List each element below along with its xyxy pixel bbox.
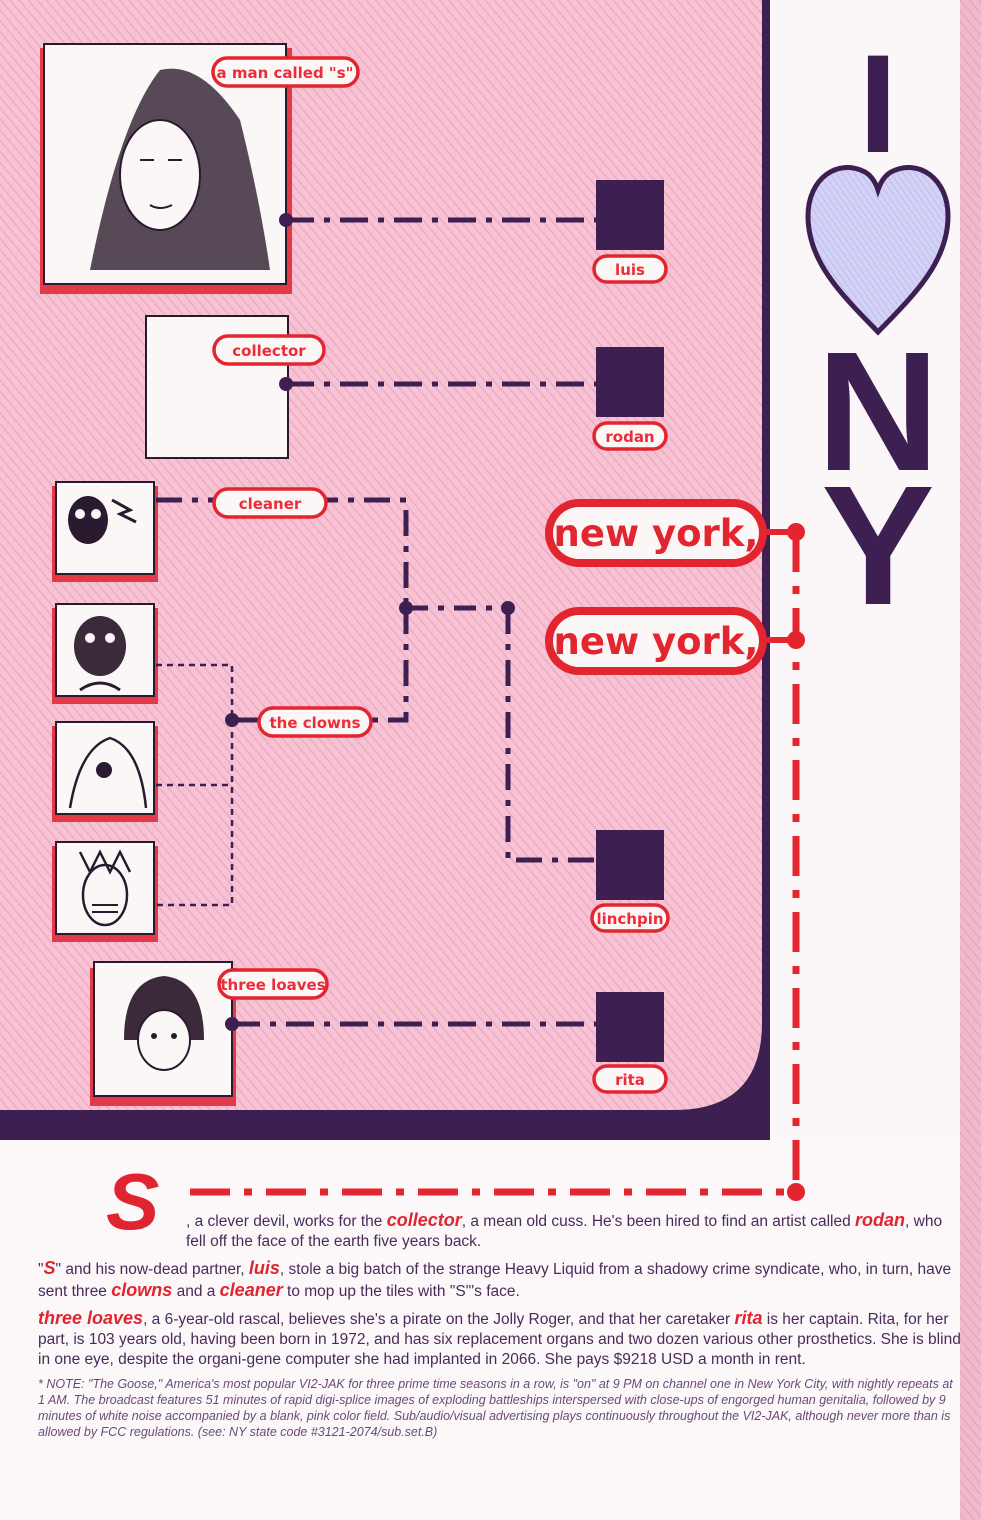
- label-text: collector: [232, 342, 306, 360]
- label-cleaner: cleaner: [212, 487, 328, 519]
- bubble-text: new york,: [554, 512, 759, 555]
- portrait-s: [40, 43, 292, 294]
- highlight-rita: rita: [734, 1308, 763, 1328]
- label-s: a man called "s": [211, 56, 360, 88]
- heart-icon: [805, 165, 951, 336]
- connector-dots: [225, 213, 515, 1031]
- label-text: luis: [615, 261, 645, 279]
- caption-background: [0, 1140, 960, 1520]
- bubble-text: new york,: [554, 620, 759, 663]
- text: , a 6-year-old rascal, believes she's a …: [143, 1311, 735, 1328]
- square-rodan: [596, 347, 664, 417]
- bubble-new-york-1: new york,: [545, 499, 767, 567]
- square-rita: [596, 992, 664, 1062]
- sidebar-letter-n: N: [817, 317, 940, 507]
- paragraph-three-loaves: three loaves, a 6-year-old rascal, belie…: [38, 1308, 963, 1370]
- label-text: rodan: [605, 428, 654, 446]
- highlight-collector: collector: [386, 1210, 462, 1230]
- text: , who fell off the face of the earth fiv…: [186, 1213, 943, 1250]
- highlight-three-loaves: three loaves: [38, 1308, 144, 1328]
- sidebar-letter-y: Y: [821, 451, 934, 641]
- clown-dashed-lines: [156, 663, 234, 907]
- label-collector: collector: [212, 334, 326, 366]
- label-rodan: rodan: [592, 421, 668, 451]
- label-linchpin: linchpin: [590, 903, 670, 933]
- label-rita: rita: [592, 1064, 668, 1094]
- highlight-rodan: rodan: [855, 1210, 906, 1230]
- highlight-clowns: clowns: [111, 1280, 173, 1300]
- label-text: the clowns: [269, 714, 360, 732]
- footnote: * NOTE: "The Goose," America's most popu…: [38, 1377, 953, 1439]
- text: , a clever devil, works for the: [186, 1213, 387, 1230]
- drop-cap: S: [106, 1157, 160, 1246]
- portrait-three-loaves: [90, 961, 236, 1106]
- square-luis: [596, 180, 664, 250]
- text: " and his now-dead partner,: [55, 1261, 249, 1278]
- portrait-cleaner: [52, 481, 158, 582]
- highlight-luis: luis: [248, 1258, 280, 1278]
- paragraph-s: , a clever devil, works for the collecto…: [186, 1210, 963, 1252]
- portrait-clown-2: [52, 721, 158, 822]
- text: and a: [172, 1283, 220, 1300]
- portrait-clown-1: [52, 603, 158, 704]
- paragraph-luis: "S" and his now-dead partner, luis, stol…: [38, 1258, 963, 1302]
- label-clowns: the clowns: [257, 706, 373, 738]
- label-text: three loaves: [220, 976, 325, 994]
- label-three-loaves: three loaves: [217, 968, 329, 1000]
- portrait-clown-3: [52, 841, 158, 942]
- right-edge-strip: [960, 0, 981, 1520]
- text: , stole a big batch of the strange Heavy…: [38, 1261, 952, 1300]
- sidebar-letter-i: I: [859, 25, 898, 182]
- label-text: rita: [615, 1071, 645, 1089]
- text: to mop up the tiles with "S"'s face.: [282, 1283, 520, 1300]
- label-text: linchpin: [596, 910, 663, 928]
- bubble-new-york-2: new york,: [545, 607, 767, 675]
- text: , a mean old cuss. He's been hired to fi…: [461, 1213, 856, 1230]
- label-text: a man called "s": [217, 64, 354, 82]
- red-dot: [787, 1183, 805, 1201]
- text: ": [38, 1261, 44, 1278]
- highlight-cleaner: cleaner: [219, 1280, 283, 1300]
- square-linchpin: [596, 830, 664, 900]
- caption-block: S , a clever devil, works for the collec…: [38, 1162, 963, 1446]
- label-luis: luis: [592, 254, 668, 284]
- red-stub: [765, 529, 796, 643]
- text: is her captain. Rita, for her part, is 1…: [38, 1311, 961, 1368]
- label-text: cleaner: [239, 495, 302, 513]
- highlight-s: S: [43, 1258, 56, 1278]
